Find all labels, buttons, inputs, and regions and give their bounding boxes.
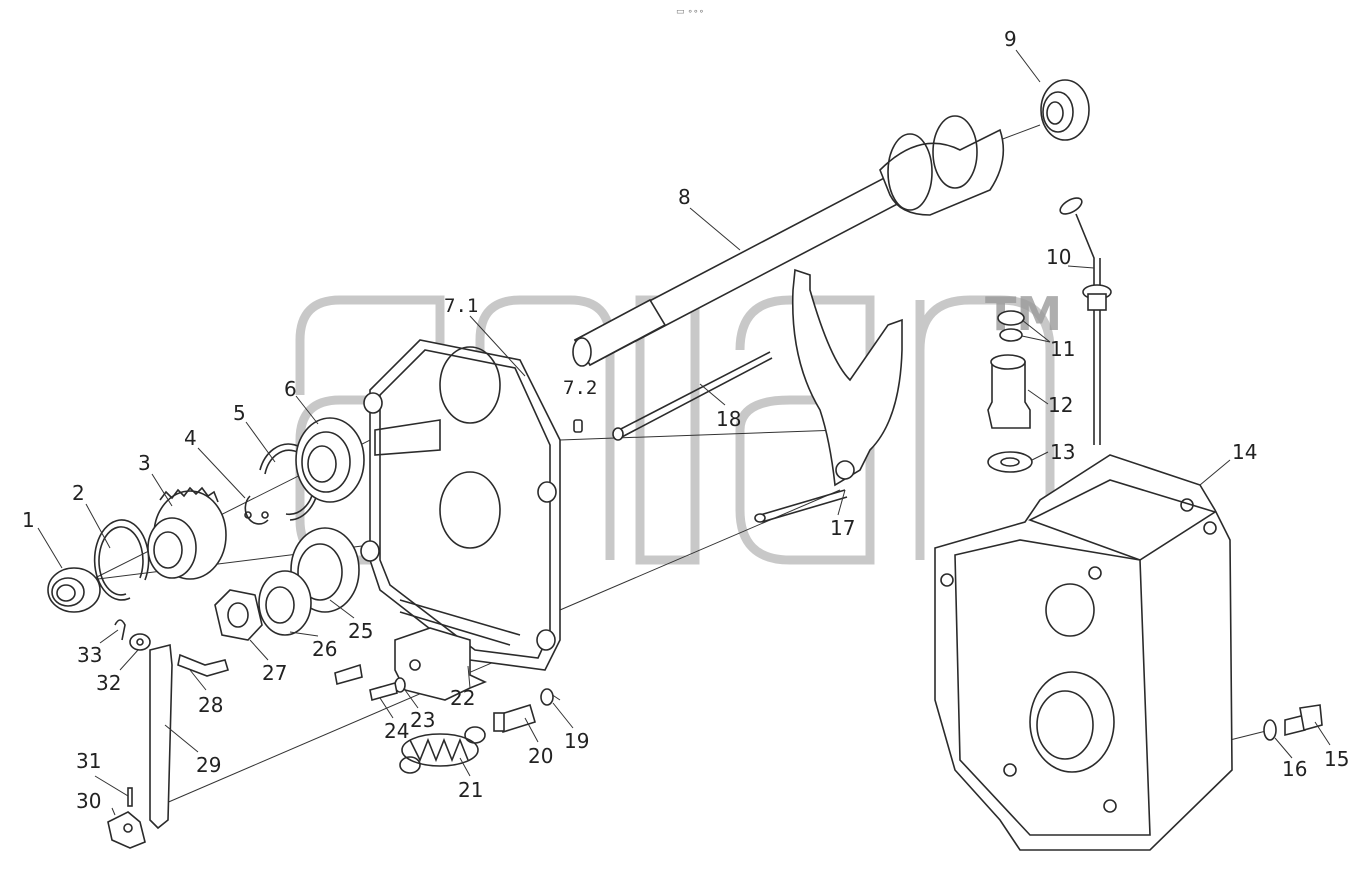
part-21-spring [399,726,486,774]
part-13-washer [987,451,1033,473]
callout-30: 30 [76,789,101,813]
callout-11: 11 [1050,337,1075,361]
part-18-rod [612,351,773,441]
part-1-bearing [47,567,101,613]
part-12-plug [987,354,1031,429]
callout-3: 3 [138,451,151,475]
callout-7-1: 7.1 [444,295,478,317]
part-3-gear [147,486,227,580]
part-32-washer [129,633,151,651]
part-24-bolt [369,681,398,702]
part-20-bolt [493,703,536,734]
part-7-1-plate [360,339,561,671]
callout-7-2: 7.2 [563,377,597,399]
part-33-cotter-pin [114,619,126,641]
part-10-dipstick [1059,197,1112,445]
top-mark: ▭ ∘∘∘ [676,7,704,17]
callout-18: 18 [716,407,741,431]
part-19-washer [540,688,554,706]
part-2-snap-ring [93,519,150,601]
callout-15: 15 [1324,747,1349,771]
part-16-washer [1263,719,1277,741]
watermark-tm: TM [985,287,1062,341]
part-27-nut [214,589,263,641]
callout-20: 20 [528,744,553,768]
callout-14: 14 [1232,440,1257,464]
part-4-circlip [244,495,269,525]
callout-5: 5 [233,401,246,425]
callout-28: 28 [198,693,223,717]
part-26-washer [258,570,312,636]
callout-21: 21 [458,778,483,802]
callout-26: 26 [312,637,337,661]
callout-17: 17 [830,516,855,540]
callout-13: 13 [1050,440,1075,464]
callout-1: 1 [22,508,35,532]
part-bolt-small [334,663,363,686]
callout-23: 23 [410,708,435,732]
callout-labels: 1 2 3 4 5 6 7.1 7.2 8 9 10 11 12 13 14 1… [22,27,1349,813]
part-29-lever [149,643,173,830]
callout-24: 24 [384,719,409,743]
part-11-washers [997,310,1025,342]
part-15-bolt [1284,704,1323,737]
callout-29: 29 [196,753,221,777]
callout-27: 27 [262,661,287,685]
callout-4: 4 [184,426,197,450]
callout-9: 9 [1004,27,1017,51]
callout-8: 8 [678,185,691,209]
callout-10: 10 [1046,245,1071,269]
callout-31: 31 [76,749,101,773]
callout-6: 6 [284,377,297,401]
callout-19: 19 [564,729,589,753]
callout-22: 22 [450,686,475,710]
callout-16: 16 [1282,757,1307,781]
part-7-2-pin [573,419,583,433]
part-6-bearing [295,417,365,503]
callout-leaders [37,49,1331,816]
part-17-fork [754,268,903,523]
part-31-pin [127,787,133,807]
part-28-pin [177,653,229,677]
part-9-bearing [1040,79,1090,141]
part-30-block [107,811,146,849]
callout-25: 25 [348,619,373,643]
part-14-housing [934,454,1233,851]
callout-33: 33 [77,643,102,667]
callout-2: 2 [72,481,85,505]
callout-12: 12 [1048,393,1073,417]
callout-32: 32 [96,671,121,695]
part-8-shaft [572,115,1005,367]
